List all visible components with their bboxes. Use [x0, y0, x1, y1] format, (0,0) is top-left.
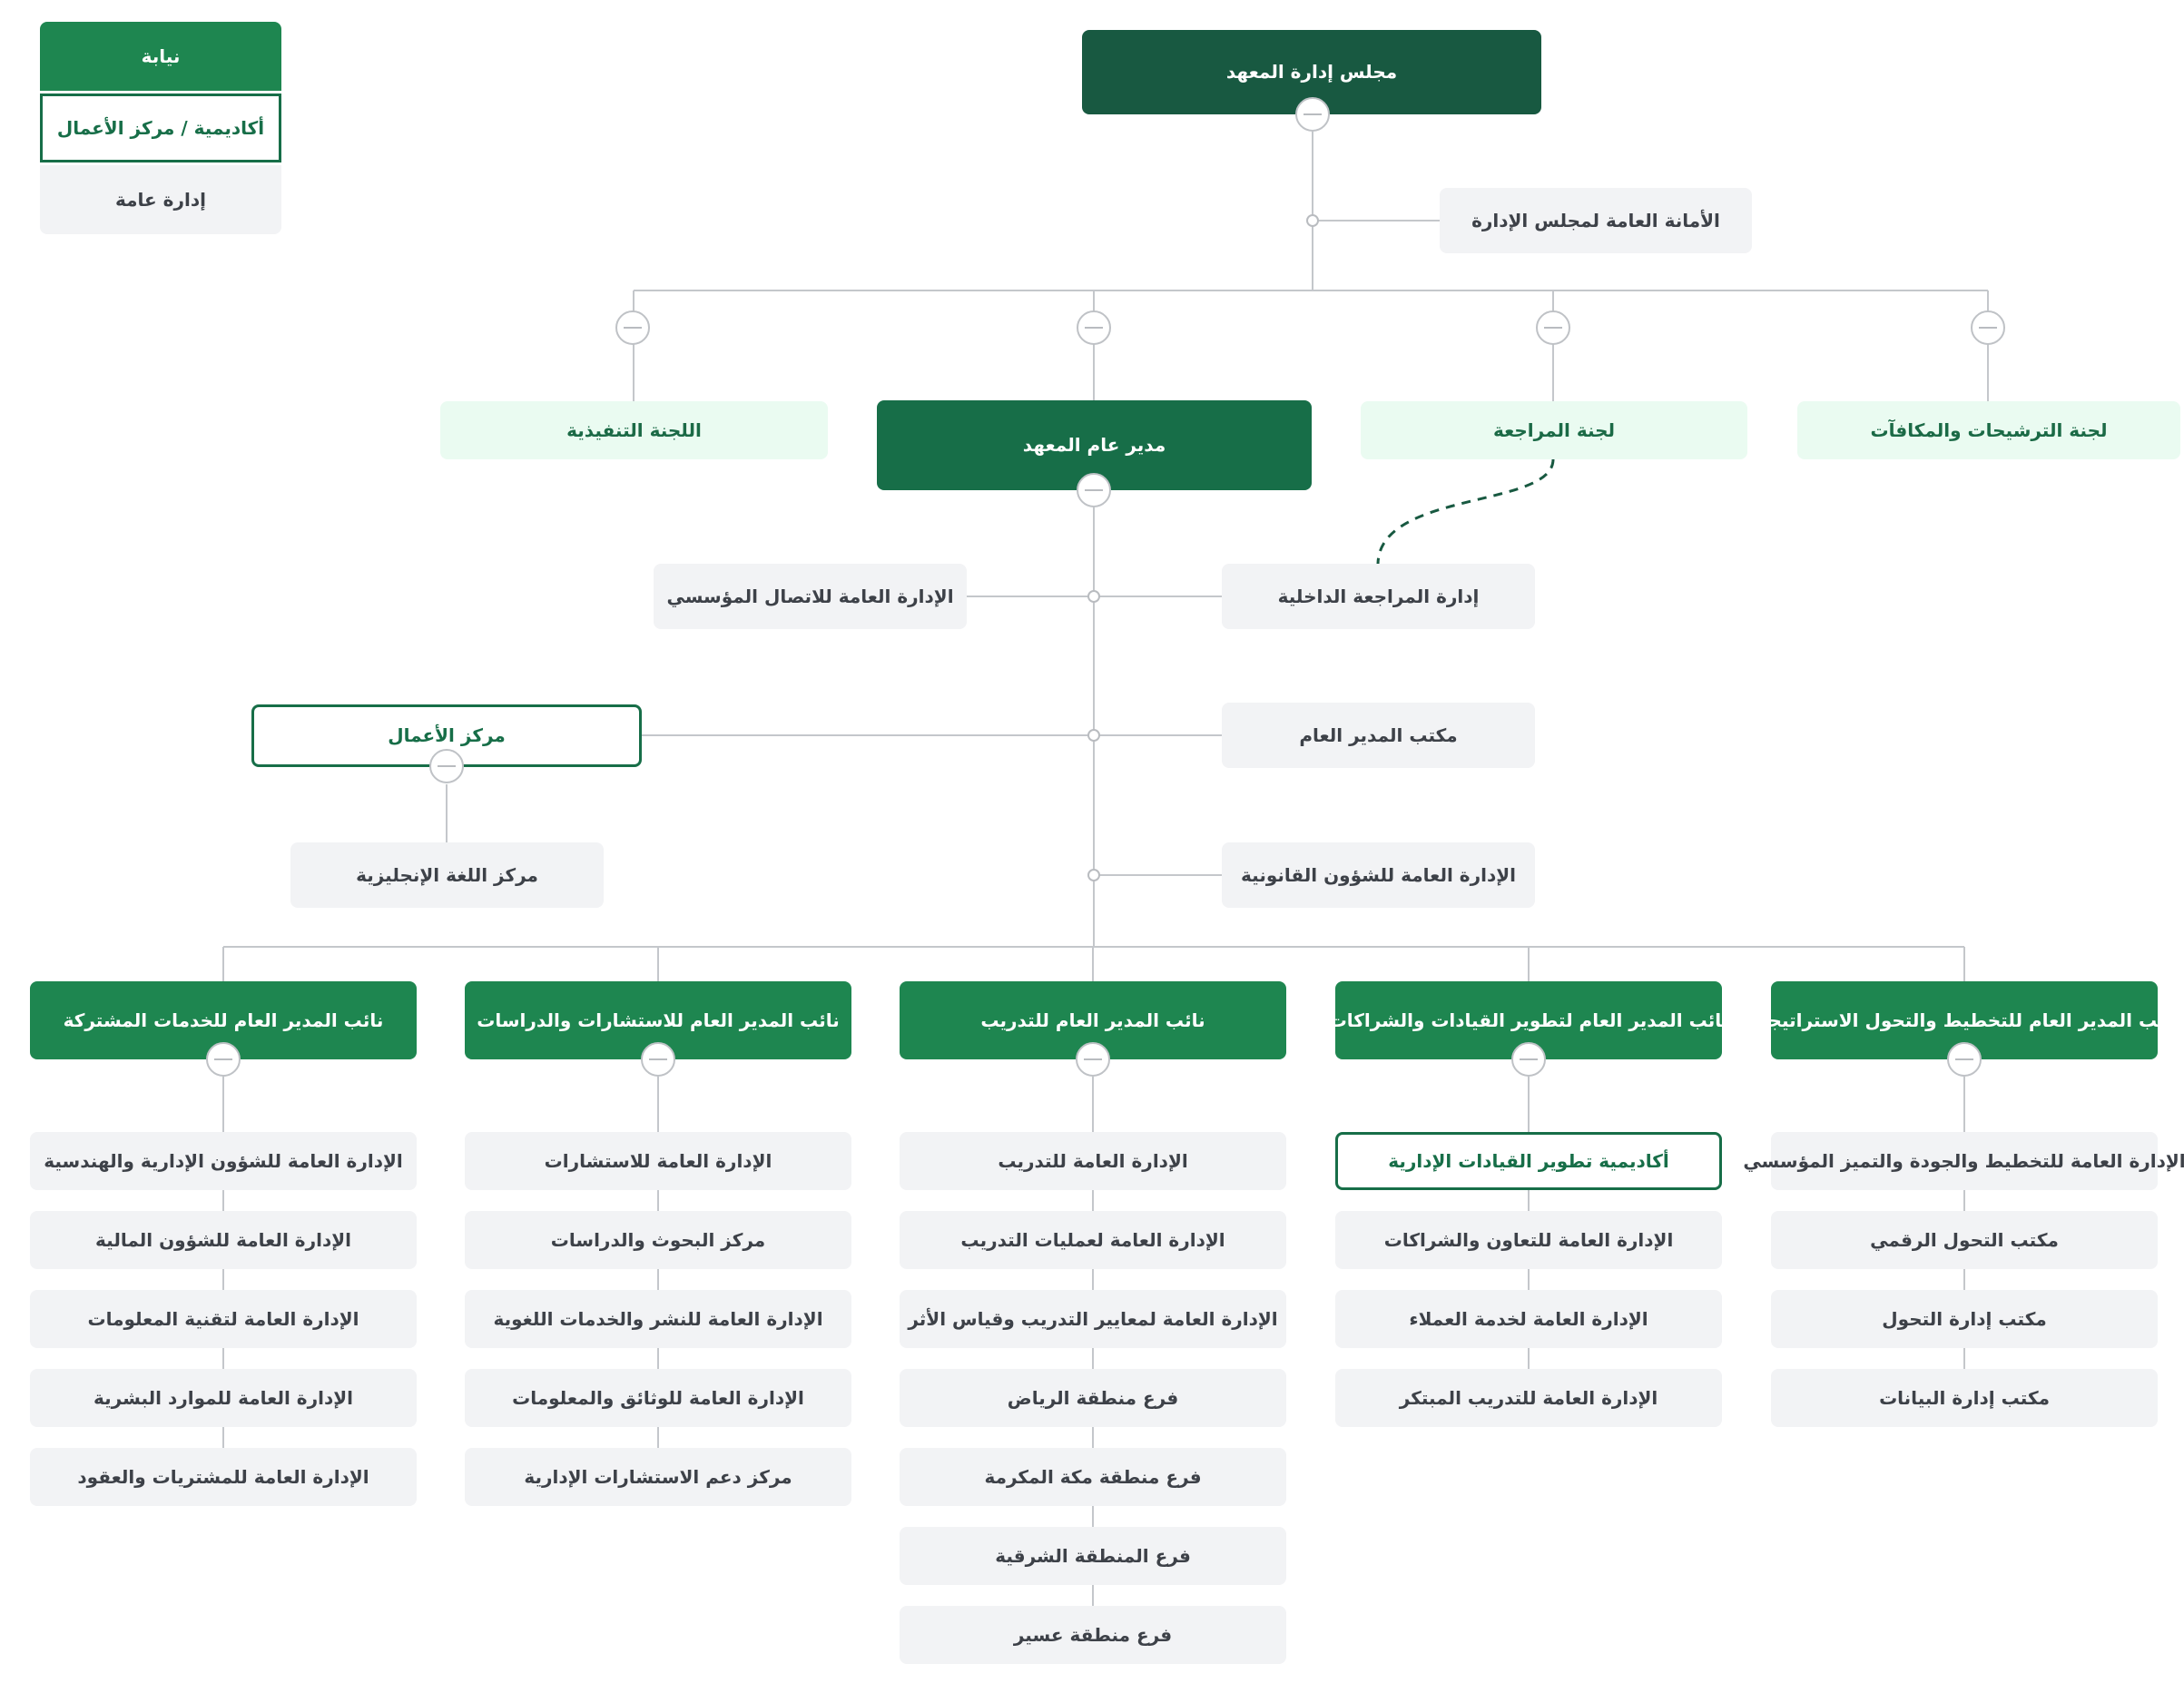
department-node[interactable]: الإدارة العامة لتقنية المعلومات [30, 1290, 417, 1348]
department-node[interactable]: مكتب إدارة التحول [1771, 1290, 2158, 1348]
department-node[interactable]: فرع منطقة الرياض [900, 1369, 1286, 1427]
academy-node[interactable]: أكاديمية تطوير القيادات الإدارية [1335, 1132, 1722, 1190]
junction-dot [1306, 214, 1319, 227]
collapse-toggle-icon[interactable] [1536, 310, 1570, 345]
junction-dot [1087, 729, 1100, 742]
department-node[interactable]: الإدارة العامة لخدمة العملاء [1335, 1290, 1722, 1348]
collapse-toggle-icon[interactable] [1971, 310, 2005, 345]
department-node[interactable]: الإدارة العامة للوثائق والمعلومات [465, 1369, 851, 1427]
collapse-toggle-icon[interactable] [1295, 97, 1330, 132]
legal-affairs-node[interactable]: الإدارة العامة للشؤون القانونية [1222, 842, 1535, 908]
department-node[interactable]: الإدارة العامة للنشر والخدمات اللغوية [465, 1290, 851, 1348]
executive-committee-node[interactable]: اللجنة التنفيذية [440, 401, 828, 459]
audit-dashed-link [1376, 458, 1555, 565]
collapse-toggle-icon[interactable] [206, 1042, 241, 1077]
department-node[interactable]: الإدارة العامة لعمليات التدريب [900, 1211, 1286, 1269]
department-node[interactable]: مركز دعم الاستشارات الإدارية [465, 1448, 851, 1506]
department-node[interactable]: الإدارة العامة للتخطيط والجودة والتميز ا… [1743, 1132, 2184, 1190]
internal-audit-node[interactable]: إدارة المراجعة الداخلية [1222, 564, 1535, 629]
collapse-toggle-icon[interactable] [615, 310, 650, 345]
audit-committee-node[interactable]: لجنة المراجعة [1361, 401, 1747, 459]
collapse-toggle-icon[interactable] [641, 1042, 675, 1077]
department-node[interactable]: الإدارة العامة للاستشارات [465, 1132, 851, 1190]
department-node[interactable]: فرع المنطقة الشرقية [900, 1527, 1286, 1585]
department-node[interactable]: مكتب إدارة البيانات [1771, 1369, 2158, 1427]
collapse-toggle-icon[interactable] [1511, 1042, 1546, 1077]
department-node[interactable]: الإدارة العامة للشؤون المالية [30, 1211, 417, 1269]
department-node[interactable]: فرع منطقة مكة المكرمة [900, 1448, 1286, 1506]
department-node[interactable]: الإدارة العامة للتدريب [900, 1132, 1286, 1190]
corporate-communication-node[interactable]: الإدارة العامة للاتصال المؤسسي [654, 564, 967, 629]
legend: نيابة أكاديمية / مركز الأعمال إدارة عامة [40, 22, 281, 237]
legend-academy: أكاديمية / مركز الأعمال [40, 94, 281, 162]
department-node[interactable]: مكتب التحول الرقمي [1771, 1211, 2158, 1269]
department-node[interactable]: الإدارة العامة لمعايير التدريب وقياس الأ… [900, 1290, 1286, 1348]
collapse-toggle-icon[interactable] [1077, 310, 1111, 345]
junction-dot [1087, 590, 1100, 603]
nominations-committee-node[interactable]: لجنة الترشيحات والمكافآت [1797, 401, 2180, 459]
legend-general: إدارة عامة [40, 165, 281, 234]
board-secretariat-node[interactable]: الأمانة العامة لمجلس الإدارة [1440, 188, 1752, 253]
legend-deputy: نيابة [40, 22, 281, 91]
department-node[interactable]: الإدارة العامة للشؤون الإدارية والهندسية [30, 1132, 417, 1190]
department-node[interactable]: الإدارة العامة للتعاون والشراكات [1335, 1211, 1722, 1269]
collapse-toggle-icon[interactable] [1947, 1042, 1982, 1077]
collapse-toggle-icon[interactable] [429, 749, 464, 783]
department-node[interactable]: الإدارة العامة للتدريب المبتكر [1335, 1369, 1722, 1427]
junction-dot [1087, 869, 1100, 881]
collapse-toggle-icon[interactable] [1076, 1042, 1110, 1077]
department-node[interactable]: فرع منطقة عسير [900, 1606, 1286, 1664]
department-node[interactable]: مركز البحوث والدراسات [465, 1211, 851, 1269]
dg-office-node[interactable]: مكتب المدير العام [1222, 703, 1535, 768]
collapse-toggle-icon[interactable] [1077, 473, 1111, 507]
department-node[interactable]: الإدارة العامة للمشتريات والعقود [30, 1448, 417, 1506]
english-center-node[interactable]: مركز اللغة الإنجليزية [290, 842, 604, 908]
department-node[interactable]: الإدارة العامة للموارد البشرية [30, 1369, 417, 1427]
